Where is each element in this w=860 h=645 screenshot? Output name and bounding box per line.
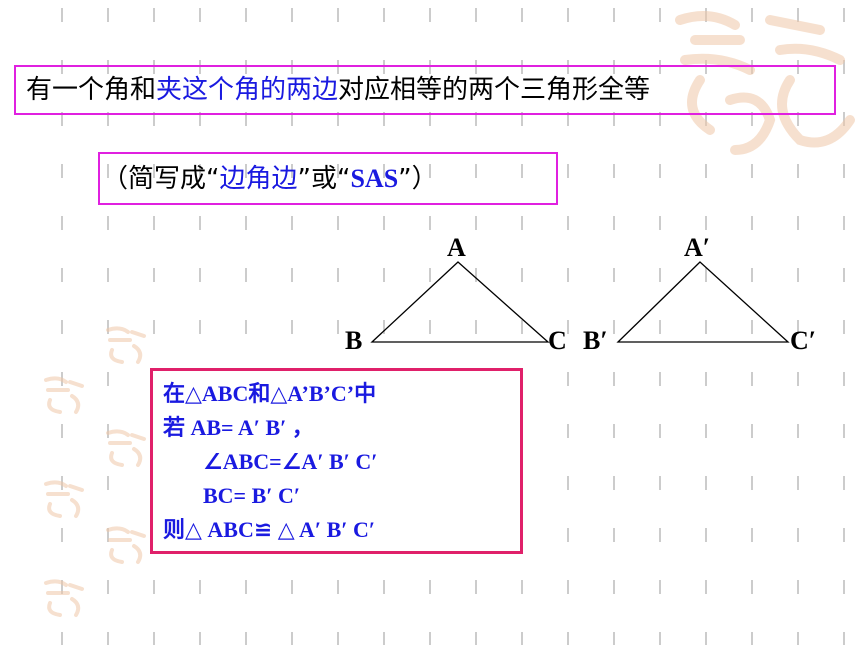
decorative-seal-5 — [106, 526, 146, 564]
decorative-seal-3 — [106, 429, 146, 467]
proof-line-3: ∠ABC=∠A′ B′ C′ — [203, 449, 378, 474]
abbr-middle: ”或“ — [297, 164, 351, 194]
decorative-seal-1 — [106, 326, 146, 364]
proof-line-1: 在△ABC和△A’B’C’中 — [163, 381, 377, 406]
abbr-open: （简写成“ — [102, 164, 220, 194]
vertex-b-prime: B′ — [583, 326, 608, 355]
vertex-a-prime: A′ — [684, 233, 711, 262]
decorative-seal-6 — [44, 579, 84, 617]
abbr-english: SAS — [350, 164, 399, 193]
decorative-seal-large — [675, 11, 855, 155]
abbreviation-box: （简写成“边角边”或“SAS”） — [98, 152, 558, 205]
theorem-prefix: 有一个角和 — [26, 75, 157, 105]
proof-line-4: BC= B′ C′ — [203, 483, 301, 508]
theorem-suffix: 对应相等的两个三角形全等 — [338, 75, 651, 105]
proof-line-2: 若 AB= A′ B′ ， — [163, 415, 314, 440]
vertex-b: B — [345, 326, 363, 355]
triangle-a-prime — [616, 261, 790, 343]
abbr-close: ”） — [398, 164, 438, 194]
theorem-statement: 有一个角和夹这个角的两边对应相等的两个三角形全等 — [14, 65, 836, 115]
triangle-abc — [370, 261, 550, 343]
abbr-chinese: 边角边 — [219, 164, 298, 194]
vertex-c: C — [548, 326, 567, 355]
proof-box: 在△ABC和△A’B’C’中 若 AB= A′ B′ ， ∠ABC=∠A′ B′… — [150, 368, 523, 554]
vertex-a: A — [447, 233, 466, 262]
decorative-seal-2 — [44, 376, 84, 414]
decorative-seal-4 — [44, 480, 84, 518]
vertex-c-prime: C′ — [790, 326, 817, 355]
theorem-highlight: 夹这个角的两边 — [156, 75, 339, 105]
proof-line-5: 则△ ABC≌ △ A′ B′ C′ — [163, 517, 376, 542]
